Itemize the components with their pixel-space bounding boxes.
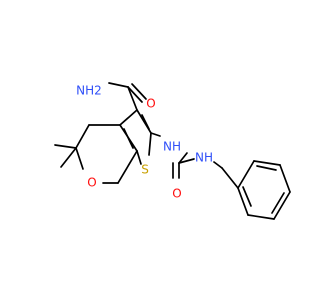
bond-ph-inner-1 <box>256 165 277 171</box>
bond-methyl-2 <box>60 147 77 168</box>
bond-c7a-c7 <box>117 150 138 184</box>
bond-ph-2 <box>253 160 281 166</box>
bond-ph-6 <box>237 187 249 216</box>
molecule-diagram: NH2 O O S NH O NH <box>54 82 291 220</box>
bond-camide-n <box>108 82 129 88</box>
bond-ph-inner-3 <box>242 186 252 207</box>
bond-s-c7a <box>136 150 142 165</box>
bond-methyl-1 <box>54 144 77 149</box>
bond-ph-1 <box>237 160 255 189</box>
bond-c4-c5 <box>75 124 90 149</box>
atom-label-urea-o: O <box>172 187 181 201</box>
bond-ch2-phenyl <box>221 167 239 189</box>
bond-camide-o-1 <box>127 86 143 103</box>
bond-c3a-c7a-double <box>123 128 134 149</box>
atom-label-ring-o: O <box>87 176 96 190</box>
bond-ph-inner-2 <box>271 192 285 214</box>
atom-labels: NH2 O O S NH O NH <box>76 84 213 201</box>
bond-c2-nh <box>150 132 161 137</box>
bond-nh-ch2 <box>213 161 223 169</box>
atom-label-ring-s: S <box>141 163 149 177</box>
bond-o-c4 <box>75 147 84 170</box>
bond-curea-nh <box>178 158 195 164</box>
bond-c3-camide <box>127 86 138 111</box>
atom-label-urea-nh-left: NH <box>163 140 181 154</box>
bond-ph-5 <box>247 214 275 220</box>
atom-label-nh2: NH2 <box>76 84 102 98</box>
bond-ph-3 <box>279 164 291 193</box>
bond-c3a-c3 <box>119 109 138 126</box>
bond-c2-s <box>148 132 152 156</box>
bond-nh-curea <box>178 152 188 164</box>
atom-label-amide-o: O <box>146 97 155 111</box>
bond-camide-o-2 <box>131 83 147 100</box>
bond-c3-c2-double <box>141 114 150 130</box>
bond-ph-4 <box>273 191 291 220</box>
atom-label-urea-nh-right: NH <box>195 151 213 165</box>
bond-layer <box>54 82 291 220</box>
